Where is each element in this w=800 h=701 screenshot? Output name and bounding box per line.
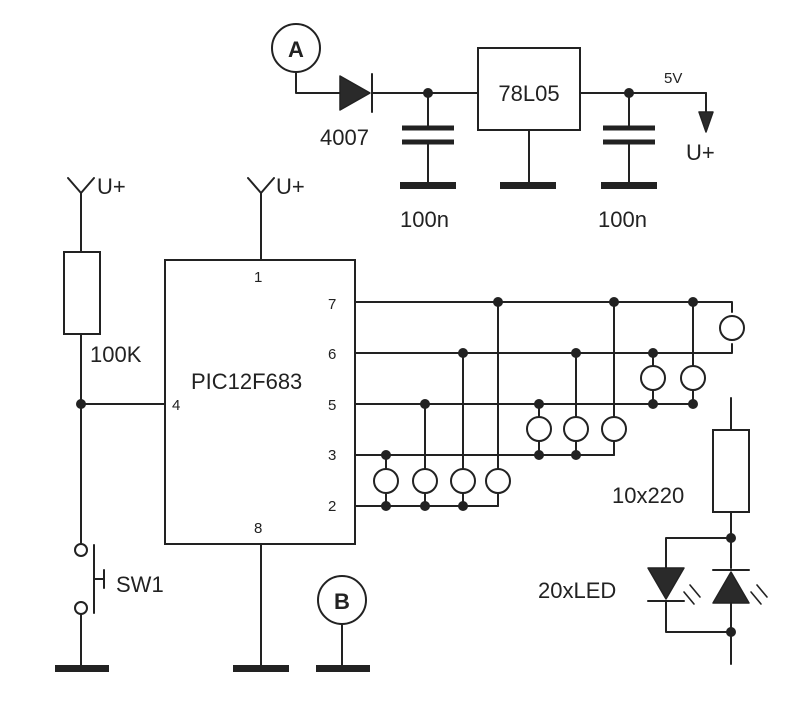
led-module-circle [485,468,511,494]
pin6-line [354,343,733,354]
junction-dot [420,501,430,511]
junction-dot [688,297,698,307]
pin-5-label: 5 [328,397,336,414]
ground-symbol [316,665,370,672]
led-module-circle [526,416,552,442]
led-module-wire [665,537,732,569]
junction-dot [493,297,503,307]
junction-dot [381,501,391,511]
light-ray-icon [683,591,695,605]
led-up-icon [712,571,750,604]
regulator-78l05: 78L05 [477,47,581,189]
light-ray-icon [750,591,762,605]
led-module-detail: 10x220 20xLED [538,397,768,665]
diode-4007: 4007 [320,73,373,150]
regulator-body [477,47,581,131]
led-down-icon [647,567,685,600]
pin-1-label: 1 [254,269,262,286]
ground-symbol [233,665,289,672]
reset-switch-section: U+ 100K SW1 [55,174,166,672]
arrow-down-icon [698,111,714,133]
input-wire [295,71,341,94]
pin7-line [354,301,733,313]
led-module-circle [412,468,438,494]
mcu-body [164,259,356,545]
mcu-supply-label: U+ [276,174,305,199]
led-module-circle [719,315,745,341]
pin-4-label: 4 [172,397,180,414]
ground-symbol [400,182,456,189]
node-a-label: A [288,37,304,62]
switch-label: SW1 [116,572,164,597]
led-module-circle [680,365,706,391]
junction-dot [534,399,544,409]
capacitor-out: 100n [598,88,657,232]
pin-8-label: 8 [254,520,262,537]
pullup-resistor-label: 100K [90,342,142,367]
node-b: B [316,575,370,672]
light-ray-icon [756,584,768,598]
supply-fork-icon [247,177,275,194]
pin-6-label: 6 [328,346,336,363]
led-module-circle [640,365,666,391]
pin-7-label: 7 [328,296,336,313]
supply-fork-icon [67,177,95,194]
cap-in-label: 100n [400,207,449,232]
junction-dot [688,399,698,409]
diode-symbol [339,75,371,111]
junction-dot [458,348,468,358]
junction-dot [534,450,544,460]
led-module-circle [601,416,627,442]
pullup-resistor-body [63,251,101,335]
ground-symbol [55,665,109,672]
junction-dot [609,297,619,307]
ground-symbol [601,182,657,189]
switch-contact [74,601,88,615]
led-module-circle [373,468,399,494]
junction-dot [726,627,736,637]
regulator-label: 78L05 [498,81,559,106]
output-voltage-label: 5V [664,70,682,87]
light-ray-icon [689,584,701,598]
output-supply-label: U+ [686,140,715,165]
mcu-label: PIC12F683 [191,369,302,394]
led-module-wire [665,600,732,633]
led-module-circle [450,468,476,494]
pin-2-label: 2 [328,498,336,515]
cap-out-label: 100n [598,207,647,232]
junction-dot [458,501,468,511]
junction-dot [648,348,658,358]
switch-contact [74,543,88,557]
diode-label: 4007 [320,125,369,150]
junction-dot [420,399,430,409]
led-label: 20xLED [538,578,616,603]
left-supply-label: U+ [97,174,126,199]
led-module-circle [563,416,589,442]
mcu-pic12f683: U+ PIC12F683 1 4 8 7 6 5 3 2 [164,174,356,672]
pin-3-label: 3 [328,447,336,464]
node-b-label: B [334,589,350,614]
led-resistor-body [712,429,750,513]
capacitor-in: 100n [400,88,456,232]
charlieplex-matrix [354,297,745,511]
junction-dot [381,450,391,460]
junction-dot [571,348,581,358]
junction-dot [648,399,658,409]
power-supply-section: A 4007 100n 78L05 [271,23,715,232]
junction-dot [571,450,581,460]
ground-symbol [500,182,556,189]
led-resistor-label: 10x220 [612,483,684,508]
